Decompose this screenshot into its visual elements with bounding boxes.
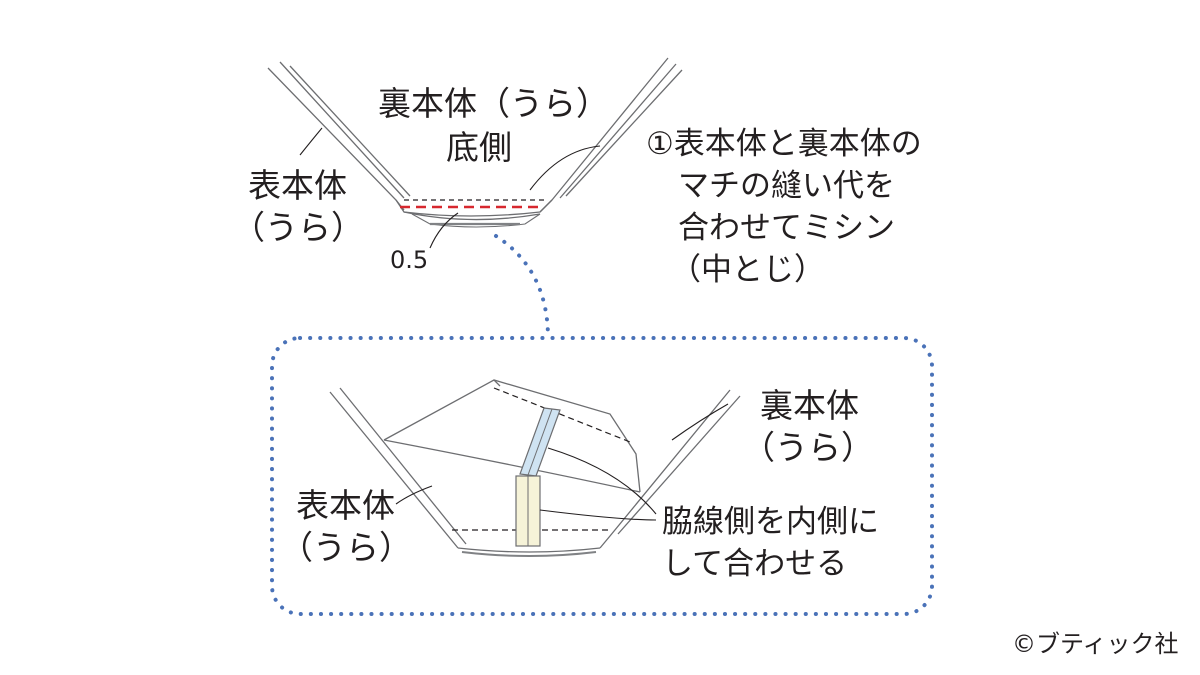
seam-allowance-label: 0.5 (390, 246, 429, 274)
top-bottom-side-label: 底側 (446, 128, 512, 167)
connector-dotted-line (494, 234, 550, 340)
detail-outer-label: 表本体 (296, 486, 395, 525)
detail-bag-sketch (329, 379, 741, 557)
copyright-text: ©ブティック社 (1012, 630, 1179, 658)
detail-leader-lines (395, 403, 729, 521)
top-leader-lines (299, 127, 601, 249)
detail-note-line-1: 脇線側を内側に (662, 504, 879, 540)
detail-note-line-2: して合わせる (662, 546, 848, 582)
step-note-line-2: マチの縫い代を (678, 168, 895, 204)
top-bag-sketch (267, 57, 683, 228)
top-outer-sub-label: （うら） (232, 208, 364, 247)
top-lining-label: 裏本体（うら） (378, 84, 609, 123)
step-note-line-3: 合わせてミシン (678, 210, 895, 246)
step-note-line-4: （中とじ） (670, 252, 825, 288)
detail-frame (270, 336, 934, 616)
detail-lining-sub-label: （うら） (742, 428, 874, 467)
lining-tape-center (527, 408, 553, 476)
detail-lining-label: 裏本体 (760, 386, 859, 425)
top-outer-label: 表本体 (248, 166, 347, 205)
detail-outer-sub-label: （うら） (280, 528, 412, 567)
step-note-line-1: ①表本体と裏本体の (646, 126, 922, 162)
